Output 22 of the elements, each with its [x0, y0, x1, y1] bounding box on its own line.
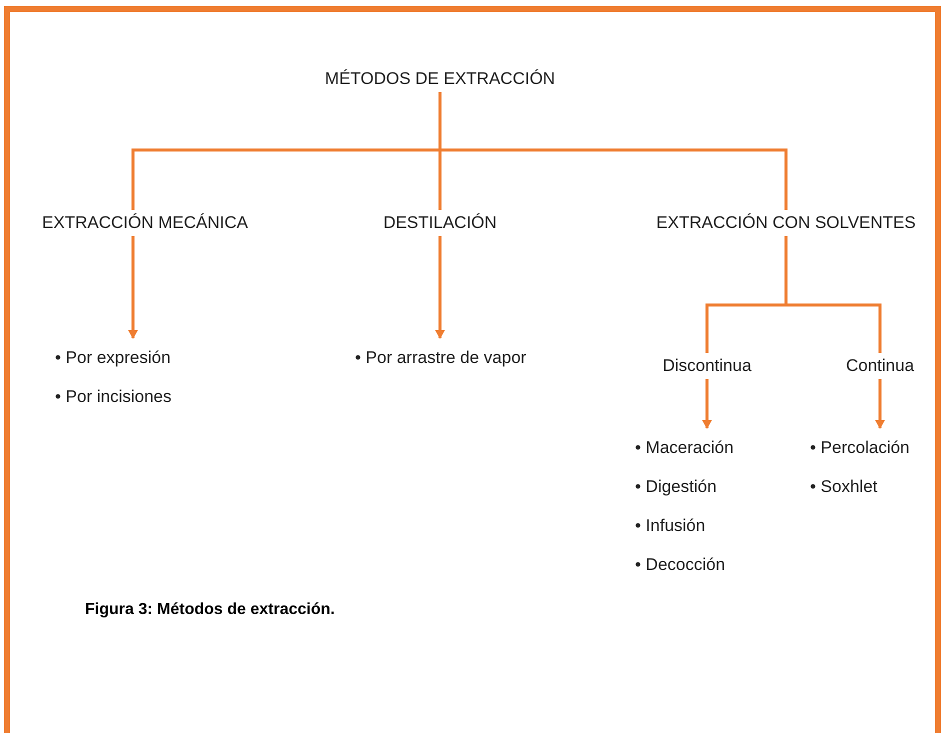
list-item: • Soxhlet — [810, 476, 878, 498]
list-item: • Digestión — [635, 476, 717, 498]
category-label: Discontinua — [647, 353, 767, 379]
category-label: EXTRACCIÓN MECÁNICA — [25, 210, 265, 236]
category-label: MÉTODOS DE EXTRACCIÓN — [300, 66, 580, 92]
connector-line — [438, 92, 788, 210]
list-item: • Infusión — [635, 515, 706, 537]
arrow — [435, 236, 445, 339]
list-item: • Maceración — [635, 437, 734, 459]
list-item: • Por incisiones — [55, 386, 172, 408]
figure-caption: Figura 3: Métodos de extracción. — [85, 600, 335, 620]
list-item: • Por expresión — [55, 347, 171, 369]
connector-line — [784, 236, 882, 353]
category-label: DESTILACIÓN — [360, 210, 520, 236]
list-item: • Percolación — [810, 437, 910, 459]
category-label: EXTRACCIÓN CON SOLVENTES — [636, 210, 936, 236]
arrow — [702, 379, 712, 429]
list-item: • Por arrastre de vapor — [355, 347, 526, 369]
list-item: • Decocción — [635, 554, 726, 576]
category-label: Continua — [835, 353, 925, 379]
arrow — [128, 236, 138, 339]
arrow — [875, 379, 885, 429]
